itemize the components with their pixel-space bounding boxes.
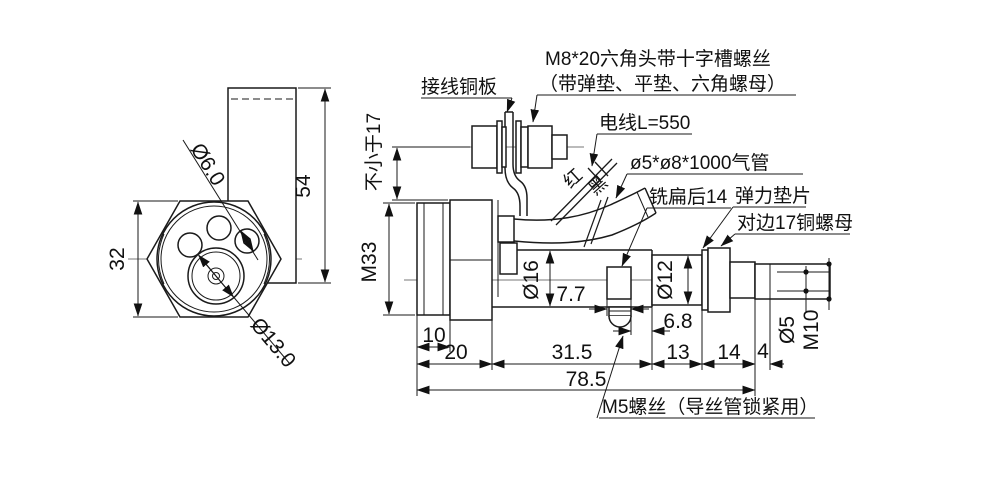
hex-body xyxy=(146,200,282,318)
dim-14: 14 xyxy=(717,341,741,364)
boss-circle-outer xyxy=(187,247,245,305)
dim-6-8: 6.8 xyxy=(663,310,692,333)
label-terminal-plate: 接线铜板 xyxy=(421,76,497,98)
terminal-bracket-plate xyxy=(497,111,528,275)
milled-flat-patch xyxy=(606,266,632,300)
dim-m33: M33 xyxy=(358,242,381,283)
washer xyxy=(501,126,507,168)
dim-32: 32 xyxy=(106,247,129,270)
threaded-rod xyxy=(754,263,831,300)
dim-hole-diameter-6 xyxy=(182,139,259,261)
dim-10: 10 xyxy=(422,324,445,347)
copper-nut-part xyxy=(707,247,731,313)
m8-screw-assembly xyxy=(471,120,568,174)
dim-78-5: 78.5 xyxy=(566,368,607,391)
label-spring-washer: 弹力垫片 xyxy=(735,185,811,207)
label-copper-nut: 对边17铜螺母 xyxy=(737,212,853,234)
dim-d6: Ø6.0 xyxy=(186,139,230,190)
outlet-stack xyxy=(651,247,831,313)
tube-fitting-block xyxy=(497,215,515,243)
screw-tip xyxy=(551,134,568,160)
dim-20: 20 xyxy=(444,341,467,364)
dim-m10: M10 xyxy=(800,310,823,351)
milled-flat-and-m5-screw xyxy=(606,266,632,328)
electric-wires xyxy=(550,158,618,226)
dim-boss-diameter-13 xyxy=(198,254,291,365)
dim-d13: Ø13.0 xyxy=(246,314,300,373)
dim-lines xyxy=(383,146,832,396)
dim-d16: Ø16 xyxy=(520,260,543,300)
leader-lines xyxy=(421,94,850,419)
dim-column-height-54 xyxy=(298,87,331,284)
washer xyxy=(520,126,529,168)
m33-flange xyxy=(416,202,451,316)
wire-break-mark xyxy=(587,167,602,183)
dim-7-7: 7.7 xyxy=(556,283,585,306)
air-tube xyxy=(513,187,657,248)
front-view xyxy=(128,87,331,365)
dim-54: 54 xyxy=(292,174,315,198)
d12-section xyxy=(651,254,703,306)
spring-washer-part xyxy=(701,249,709,311)
port-hole-top xyxy=(206,215,232,241)
label-wire-length: 电线L=550 xyxy=(599,112,690,134)
hex-section-side xyxy=(449,199,493,321)
label-screw-spec-1: M8*20六角头带十字槽螺丝 xyxy=(545,48,771,70)
label-air-tube: ø5*ø8*1000气管 xyxy=(630,152,769,174)
tube-break-mark xyxy=(583,199,602,248)
terminal-block xyxy=(499,242,518,275)
boss-circle-inner xyxy=(191,251,241,301)
screw-head xyxy=(471,125,498,169)
collar xyxy=(729,261,756,299)
m5-screw-dome xyxy=(608,315,632,328)
hex-nut xyxy=(527,125,553,169)
label-wire-red: 红 xyxy=(560,165,587,192)
side-view xyxy=(383,94,850,419)
label-min-clearance: 不小于17 xyxy=(363,113,385,191)
tube-break-mark xyxy=(590,196,609,245)
dim-d5: Ø5 xyxy=(776,316,799,344)
dim-d12: Ø12 xyxy=(654,260,677,300)
dim-13: 13 xyxy=(666,341,689,364)
label-screw-spec-2: （带弹垫、平垫、六角螺母） xyxy=(539,73,786,95)
port-hole-right xyxy=(234,228,260,254)
label-milled-flat: 铣扁后14 xyxy=(649,186,728,208)
port-hole-left xyxy=(177,232,203,258)
dim-31-5: 31.5 xyxy=(552,341,593,364)
dim-hex-across-flats-32 xyxy=(133,200,178,318)
dim-4: 4 xyxy=(757,340,769,363)
label-m5-screw: M5螺丝（导丝管锁紧用） xyxy=(602,396,818,418)
